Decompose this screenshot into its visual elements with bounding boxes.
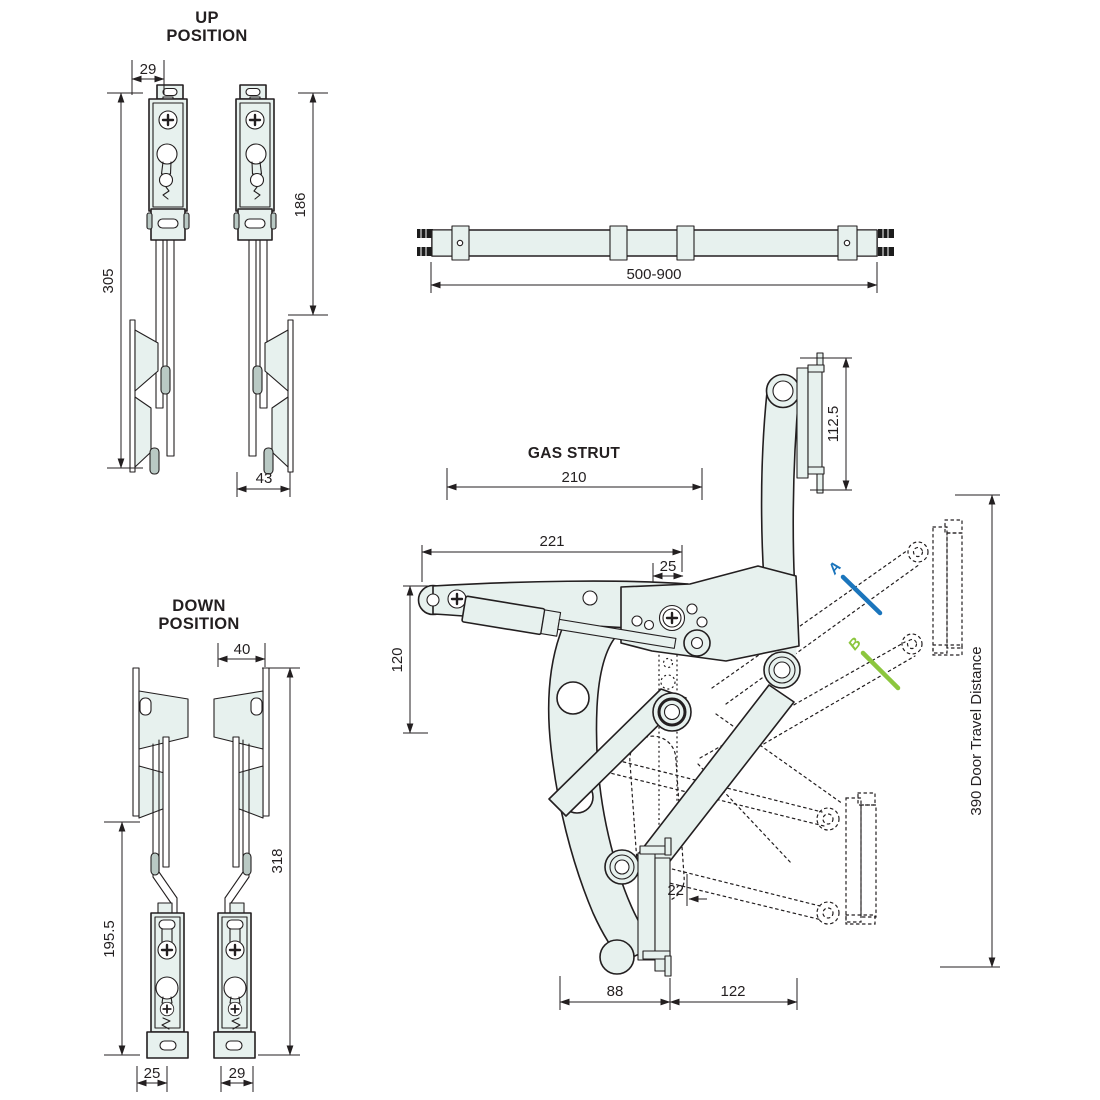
- dim-arm-length: 221: [539, 533, 564, 550]
- mechanism-view: A B GAS STRUT 210 221 25 120 112.5 390 D…: [389, 352, 1000, 1010]
- dim-arm-height: 120: [389, 647, 406, 672]
- dim-gap: 22: [667, 882, 684, 899]
- dim-gas-strut: 210: [561, 469, 586, 486]
- dim-offset: 25: [660, 558, 677, 575]
- down-dim-width-top: 40: [234, 641, 251, 658]
- down-dim-foot-left: 25: [144, 1065, 161, 1082]
- down-dim-height-overall: 318: [269, 848, 286, 873]
- cross-arm: [548, 688, 687, 817]
- front-arm-foot: [599, 939, 635, 975]
- door-edge-plate: [796, 367, 809, 479]
- up-unit-right: [234, 85, 293, 474]
- down-title-line2: POSITION: [158, 615, 239, 633]
- up-title-line1: UP: [195, 9, 219, 27]
- down-unit-left: [133, 668, 188, 1058]
- bottom-bracket: [637, 852, 656, 961]
- down-dim-foot-right: 29: [229, 1065, 246, 1082]
- section-marker-b-line: [860, 650, 901, 691]
- up-dim-width-top: 29: [140, 61, 157, 78]
- section-marker-a-line: [840, 574, 883, 616]
- front-arm-hole: [556, 681, 590, 715]
- dim-travel: 390 Door Travel Distance: [968, 646, 985, 815]
- up-dim-height-overall: 305: [100, 268, 117, 293]
- up-dim-height-body: 186: [292, 192, 309, 217]
- hidden-rivet: [662, 657, 674, 669]
- down-unit-right: [214, 668, 269, 1058]
- up-dim-width-foot: 43: [256, 470, 273, 487]
- gas-strut: [461, 595, 677, 649]
- section-marker-b-label: B: [845, 634, 865, 653]
- ghost-door-upper: [699, 519, 963, 775]
- up-title-line2: POSITION: [166, 27, 247, 45]
- hidden-rivet: [660, 674, 676, 690]
- gas-strut-label: GAS STRUT: [528, 445, 620, 462]
- up-position-view: UP POSITION 29 305 186 43: [100, 9, 328, 497]
- down-position-view: DOWN POSITION 40 318 195.5 25 29: [101, 597, 300, 1092]
- dim-extension: 122: [720, 983, 745, 1000]
- dim-base-width: 88: [607, 983, 624, 1000]
- bar-dim-length: 500-900: [626, 266, 681, 283]
- dim-bracket-height: 112.5: [825, 406, 842, 442]
- down-title-line1: DOWN: [172, 597, 225, 615]
- spreader-bar-view: 500-900: [417, 225, 894, 293]
- up-unit-left: [130, 85, 189, 474]
- down-dim-height-lower: 195.5: [101, 920, 118, 958]
